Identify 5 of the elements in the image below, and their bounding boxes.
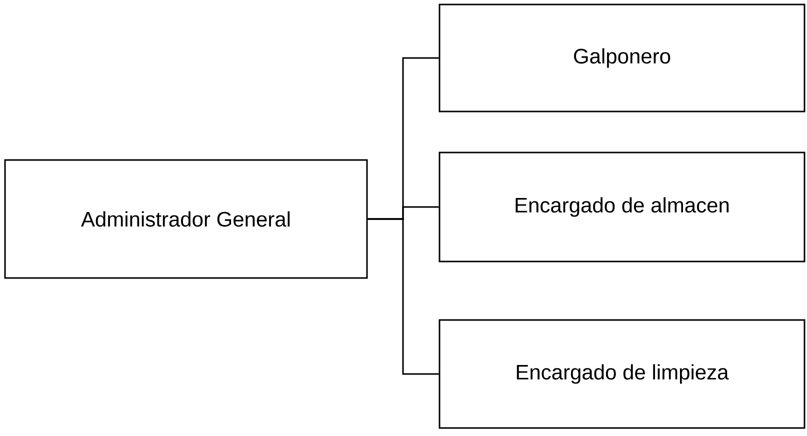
role-box: Encargado de almacen [438, 152, 806, 262]
role-box: Administrador General [4, 159, 368, 279]
connector-line [368, 218, 439, 375]
role-box: Encargado de limpieza [438, 319, 806, 429]
role-box: Galponero [438, 4, 806, 112]
